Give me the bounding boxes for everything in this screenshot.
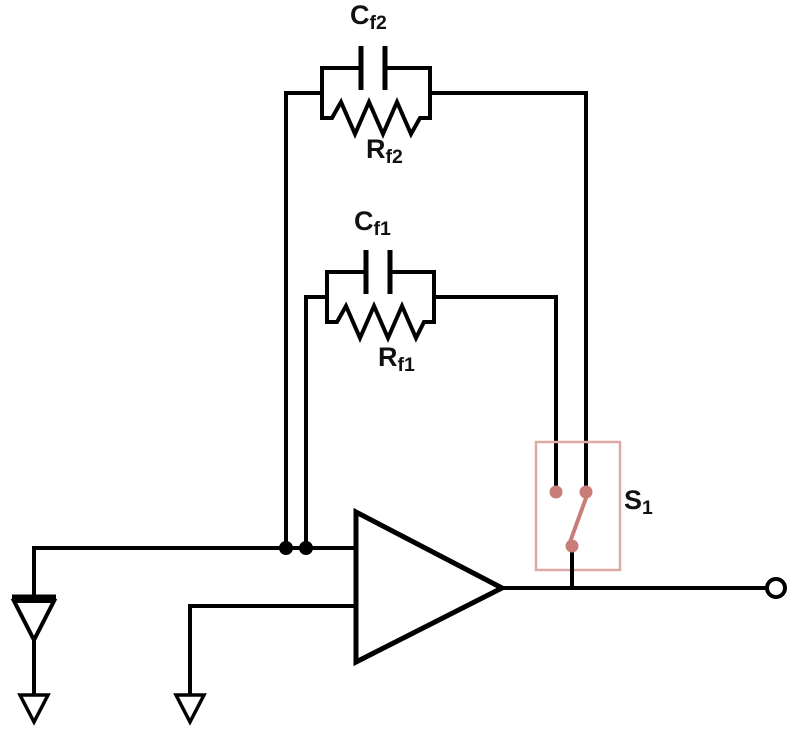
resistor-rf2-icon xyxy=(320,97,432,139)
junction-dot xyxy=(279,541,293,555)
switch-s1-icon xyxy=(534,440,622,590)
label-rf2-base: R xyxy=(366,134,386,164)
ground-icon xyxy=(173,693,207,726)
label-rf2: Rf2 xyxy=(366,134,403,168)
opamp-icon xyxy=(353,507,508,667)
label-rf1: Rf1 xyxy=(378,342,415,376)
feedback-f1-wires xyxy=(304,270,558,550)
resistor-rf1-icon xyxy=(325,301,436,343)
capacitor-cf1-icon xyxy=(325,250,436,294)
label-s1: S1 xyxy=(624,485,653,519)
photodiode-icon xyxy=(10,546,58,694)
label-cf2-sub: f2 xyxy=(369,12,387,35)
label-s1-sub: 1 xyxy=(642,497,653,520)
ground-icon xyxy=(17,693,51,726)
label-cf2: Cf2 xyxy=(350,0,387,34)
switch-box xyxy=(534,440,622,572)
switch-contact-right xyxy=(579,485,593,499)
inverting-input-wire xyxy=(32,541,358,555)
label-rf1-sub: f1 xyxy=(397,354,415,377)
label-cf1-base: C xyxy=(354,206,374,236)
capacitor-cf2-icon xyxy=(320,46,432,90)
label-s1-base: S xyxy=(624,485,643,515)
noninverting-input-wire xyxy=(188,604,358,694)
label-rf2-sub: f2 xyxy=(385,146,403,169)
label-cf1: Cf1 xyxy=(354,206,391,240)
feedback-f2-wires xyxy=(284,66,588,550)
label-cf1-sub: f1 xyxy=(373,218,391,241)
switch-contact-left xyxy=(549,485,563,499)
junction-dot xyxy=(299,541,313,555)
label-cf2-base: C xyxy=(350,0,370,30)
switch-common-contact xyxy=(565,539,579,553)
output-terminal xyxy=(765,577,787,599)
label-rf1-base: R xyxy=(378,342,398,372)
switch-arm xyxy=(568,496,588,544)
